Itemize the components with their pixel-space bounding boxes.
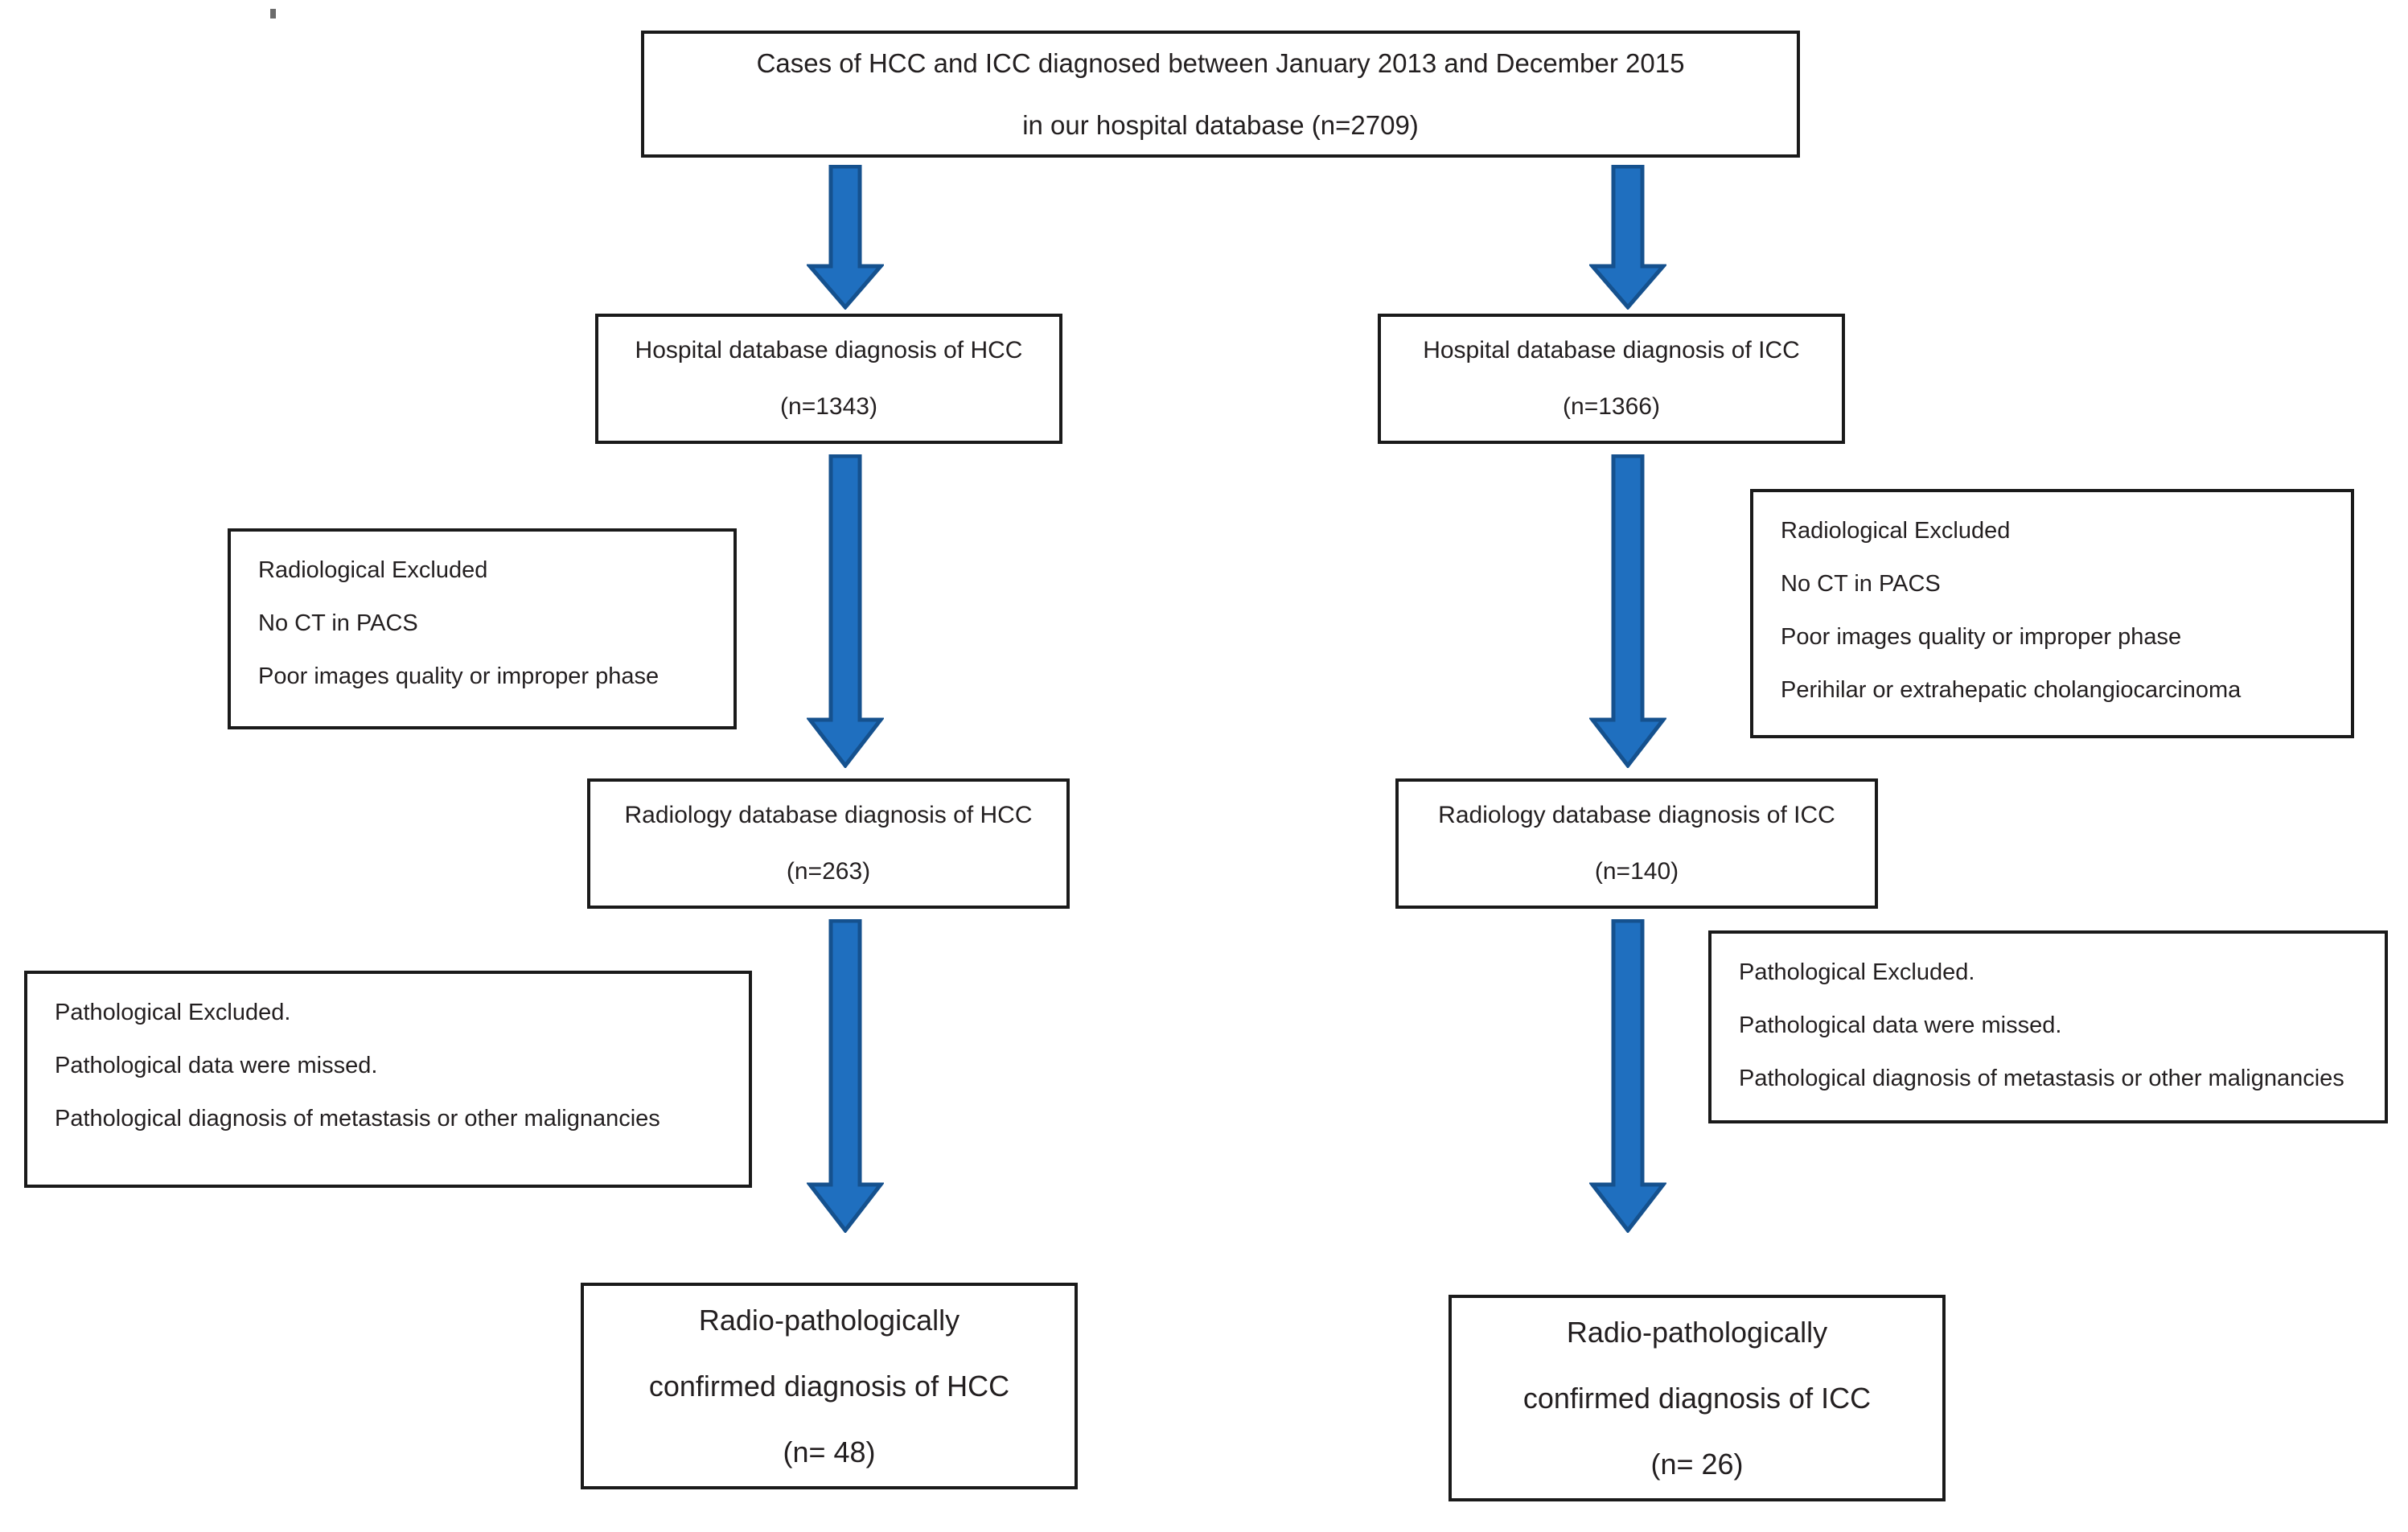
exclusion-pathological-icc-line3: Pathological diagnosis of metastasis or …: [1739, 1066, 2344, 1091]
node-radiology-icc-line1: Radiology database diagnosis of ICC: [1438, 802, 1835, 828]
arrow-to-radiology-icc: [1589, 454, 1666, 768]
exclusion-radiological-hcc-line1: Radiological Excluded: [258, 557, 488, 583]
arrow-to-final-icc: [1589, 919, 1666, 1233]
arrow-to-hospital-hcc: [807, 165, 884, 310]
scan-artifact-speck: [270, 9, 276, 18]
node-hospital-hcc-line2: (n=1343): [780, 393, 877, 420]
node-hospital-icc-line2: (n=1366): [1563, 393, 1660, 420]
node-final-hcc-line1: Radio-pathologically: [698, 1303, 960, 1337]
node-final-hcc-line2: confirmed diagnosis of HCC: [648, 1369, 1010, 1403]
node-hospital-hcc-line1: Hospital database diagnosis of HCC: [635, 337, 1023, 363]
node-final-icc: Radio-pathologically confirmed diagnosis…: [1448, 1295, 1946, 1501]
node-hospital-database-hcc: Hospital database diagnosis of HCC (n=13…: [595, 314, 1062, 444]
node-radiology-icc-line2: (n=140): [1594, 858, 1679, 885]
arrow-to-final-hcc: [807, 919, 884, 1233]
node-source-line2: in our hospital database (n=2709): [1022, 110, 1419, 140]
exclusion-radiological-hcc: Radiological Excluded No CT in PACS Poor…: [228, 528, 737, 729]
exclusion-radiological-icc-line4: Perihilar or extrahepatic cholangiocarci…: [1781, 677, 2242, 703]
exclusion-pathological-hcc-line1: Pathological Excluded.: [55, 1000, 291, 1025]
exclusion-pathological-hcc: Pathological Excluded. Pathological data…: [24, 971, 752, 1188]
node-source-line1: Cases of HCC and ICC diagnosed between J…: [756, 48, 1685, 78]
exclusion-pathological-hcc-line3: Pathological diagnosis of metastasis or …: [55, 1106, 660, 1132]
exclusion-radiological-icc-line3: Poor images quality or improper phase: [1781, 624, 2182, 650]
node-radiology-hcc-line2: (n=263): [786, 858, 871, 885]
node-final-icc-line2: confirmed diagnosis of ICC: [1522, 1381, 1872, 1415]
arrow-to-radiology-hcc: [807, 454, 884, 768]
node-final-hcc: Radio-pathologically confirmed diagnosis…: [581, 1283, 1078, 1489]
node-radiology-database-icc: Radiology database diagnosis of ICC (n=1…: [1395, 778, 1878, 909]
exclusion-pathological-hcc-line2: Pathological data were missed.: [55, 1053, 378, 1078]
node-hospital-database-icc: Hospital database diagnosis of ICC (n=13…: [1378, 314, 1845, 444]
node-final-icc-line3: (n= 26): [1650, 1447, 1744, 1481]
node-final-icc-line1: Radio-pathologically: [1566, 1315, 1828, 1349]
node-radiology-hcc-line1: Radiology database diagnosis of HCC: [624, 802, 1033, 828]
exclusion-pathological-icc-line2: Pathological data were missed.: [1739, 1012, 2062, 1038]
exclusion-pathological-icc-line1: Pathological Excluded.: [1739, 959, 1975, 985]
exclusion-radiological-hcc-line3: Poor images quality or improper phase: [258, 663, 660, 689]
node-final-hcc-line3: (n= 48): [783, 1435, 876, 1468]
arrow-to-hospital-icc: [1589, 165, 1666, 310]
node-source-cases: Cases of HCC and ICC diagnosed between J…: [641, 31, 1800, 158]
exclusion-pathological-icc: Pathological Excluded. Pathological data…: [1708, 930, 2388, 1123]
exclusion-radiological-hcc-line2: No CT in PACS: [258, 610, 418, 636]
node-hospital-icc-line1: Hospital database diagnosis of ICC: [1423, 337, 1800, 363]
exclusion-radiological-icc-line1: Radiological Excluded: [1781, 518, 2011, 544]
node-radiology-database-hcc: Radiology database diagnosis of HCC (n=2…: [587, 778, 1070, 909]
exclusion-radiological-icc-line2: No CT in PACS: [1781, 571, 1941, 597]
exclusion-radiological-icc: Radiological Excluded No CT in PACS Poor…: [1750, 489, 2354, 738]
